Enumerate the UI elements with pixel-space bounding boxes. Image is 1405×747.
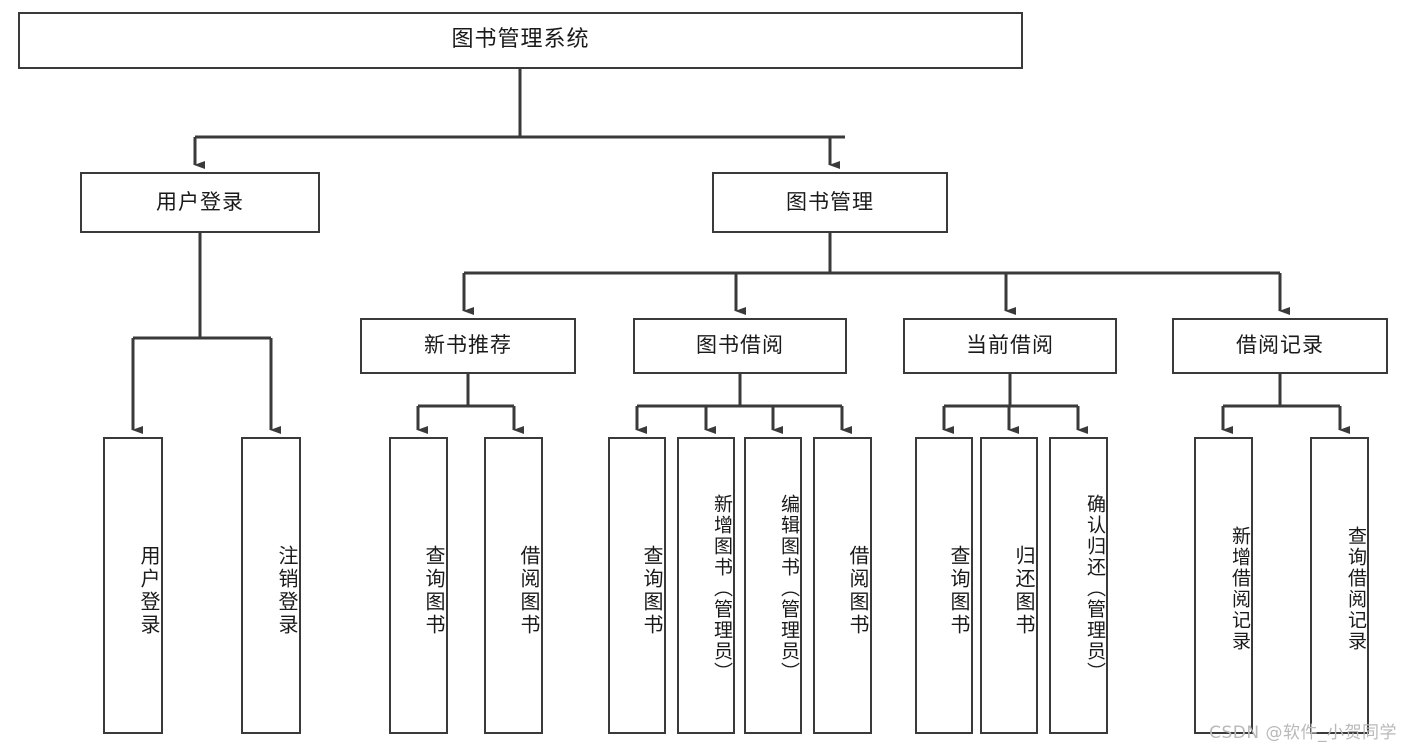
node-leaf-confirm-return-admin[interactable]: 确认归还（管理员）	[1049, 437, 1108, 734]
node-leaf-query-book-recommend[interactable]: 查询图书	[389, 437, 448, 734]
node-new-book-recommend[interactable]: 新书推荐	[360, 318, 576, 374]
csdn-watermark: CSDN @软件_小贺同学	[1209, 723, 1397, 743]
node-borrow-record[interactable]: 借阅记录	[1172, 318, 1388, 374]
node-leaf-borrow-book-borrow[interactable]: 借阅图书	[813, 437, 872, 734]
node-leaf-edit-book-admin[interactable]: 编辑图书（管理员）	[744, 437, 802, 734]
node-leaf-query-book-current[interactable]: 查询图书	[915, 437, 973, 734]
node-leaf-add-book-admin[interactable]: 新增图书（管理员）	[677, 437, 735, 734]
node-leaf-query-borrow-record[interactable]: 查询借阅记录	[1310, 437, 1369, 734]
node-root-book-management-system[interactable]: 图书管理系统	[18, 12, 1023, 69]
node-book-management[interactable]: 图书管理	[712, 172, 948, 233]
node-user-login[interactable]: 用户登录	[80, 172, 320, 233]
node-current-borrow[interactable]: 当前借阅	[903, 318, 1117, 374]
node-leaf-borrow-book-recommend[interactable]: 借阅图书	[484, 437, 543, 734]
node-book-borrow[interactable]: 图书借阅	[633, 318, 847, 374]
node-leaf-logout[interactable]: 注销登录	[241, 437, 301, 734]
node-leaf-add-borrow-record[interactable]: 新增借阅记录	[1194, 437, 1253, 734]
node-leaf-query-book-borrow[interactable]: 查询图书	[608, 437, 666, 734]
node-leaf-return-book[interactable]: 归还图书	[980, 437, 1038, 734]
node-leaf-user-login[interactable]: 用户登录	[103, 437, 163, 734]
